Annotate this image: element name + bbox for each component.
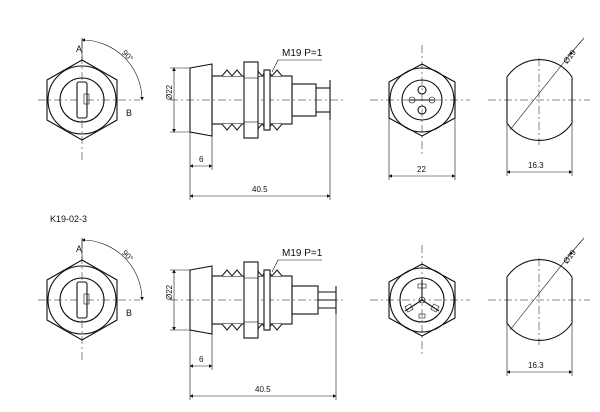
cutout-view-1: Ø19 16.3: [488, 37, 590, 176]
front-view-key-2: A B 90°: [38, 238, 144, 360]
label-position-a: A: [76, 44, 82, 54]
label-len-head: 6: [199, 355, 204, 364]
label-dia-cut: Ø19: [562, 48, 579, 66]
label-width-hex: 22: [417, 165, 426, 174]
model-label: K19-02-3: [50, 214, 87, 224]
label-angle: 90°: [120, 48, 135, 63]
label-dia-body: Ø22: [165, 84, 174, 100]
label-dia-body: Ø22: [165, 284, 174, 300]
label-position-b: B: [126, 108, 132, 118]
label-thread-spec: M19 P=1: [282, 248, 323, 259]
row-2: A B 90° M19 P=1: [38, 237, 590, 400]
cutout-view-2: Ø19 16.3: [488, 237, 590, 376]
label-position-b: B: [126, 308, 132, 318]
side-view-2: M19 P=1 Ø22 6 40.5: [165, 248, 345, 400]
row-1: A B 90°: [38, 37, 590, 200]
side-view-1: M19 P=1 Ø22 6 40.5: [165, 48, 345, 200]
front-view-key-1: A B 90°: [38, 38, 144, 160]
rear-view-2: [370, 245, 470, 355]
label-dia-cut: Ø19: [562, 248, 579, 266]
label-len-total: 40.5: [252, 185, 268, 194]
label-len-head: 6: [199, 155, 204, 164]
label-thread-spec: M19 P=1: [282, 48, 323, 59]
label-width-flat: 16.3: [528, 361, 544, 370]
label-width-flat: 16.3: [528, 161, 544, 170]
rear-view-1: 22: [370, 45, 470, 180]
label-position-a: A: [76, 244, 82, 254]
label-len-total: 40.5: [255, 385, 271, 394]
label-angle: 90°: [120, 248, 135, 263]
